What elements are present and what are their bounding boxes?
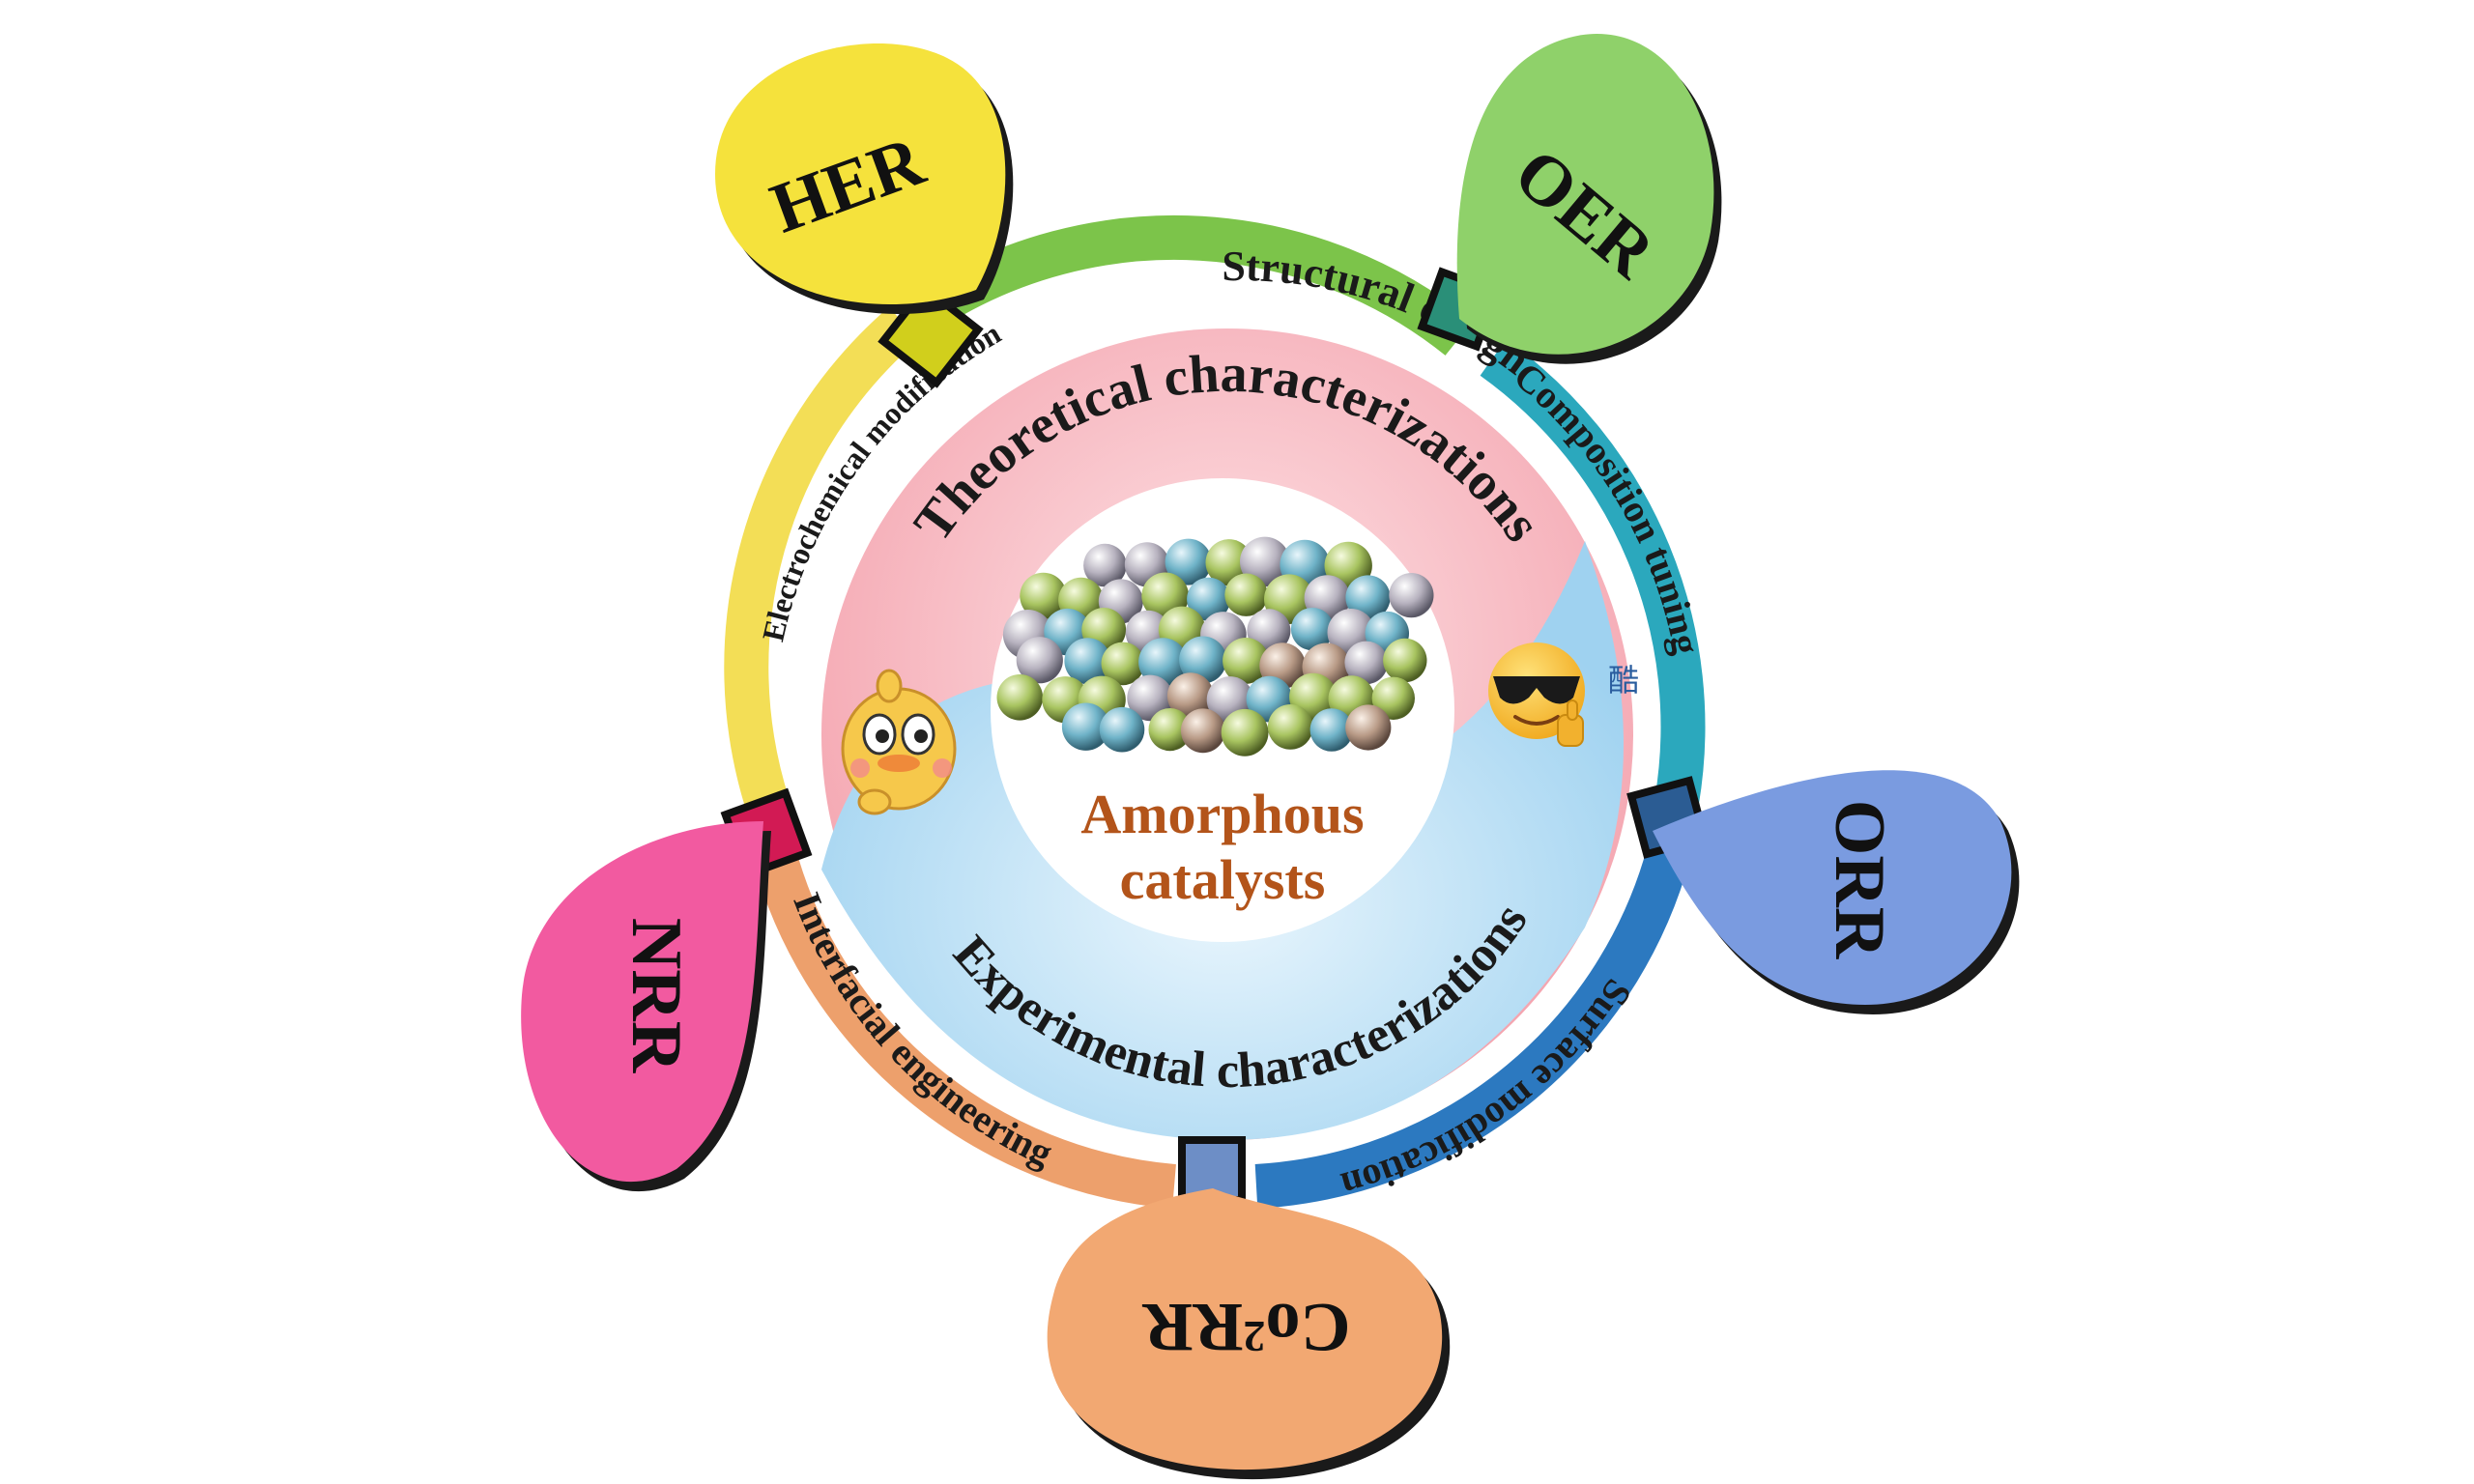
particle xyxy=(1064,638,1111,685)
particle xyxy=(1101,642,1145,686)
duck-sticker xyxy=(841,669,957,815)
cool-char: 酷 xyxy=(1608,662,1639,699)
outer-ring xyxy=(724,214,1706,1209)
ring-segment-surface xyxy=(1254,835,1694,1209)
particle xyxy=(1148,708,1192,752)
ring-segment-structural xyxy=(920,214,1474,356)
center-label-line2: catalysts xyxy=(1120,848,1326,911)
particle xyxy=(1345,704,1392,751)
particle xyxy=(1165,538,1212,585)
cool-emoji-sticker: 酷 xyxy=(1488,642,1639,747)
particle xyxy=(1345,575,1391,620)
particle xyxy=(1180,708,1225,754)
particle xyxy=(1344,641,1388,685)
drop-oer: OER xyxy=(1456,34,1722,364)
particle xyxy=(1383,638,1427,683)
center-label-line1: Amorphous xyxy=(1080,783,1364,845)
particle xyxy=(1309,708,1354,752)
orr-label: ORR xyxy=(1820,800,1899,960)
particle xyxy=(1127,674,1173,722)
particle xyxy=(1224,573,1268,616)
particle xyxy=(1166,672,1214,720)
co2rr-label: Co2RR xyxy=(1142,1289,1351,1366)
particle xyxy=(1020,572,1067,620)
particle-cluster xyxy=(996,536,1434,756)
particle xyxy=(996,674,1044,721)
nrr-label: NRR xyxy=(617,918,696,1074)
particle xyxy=(1290,608,1335,651)
ring-segment-composition xyxy=(1480,339,1706,806)
particle xyxy=(1371,676,1416,720)
particle xyxy=(1187,577,1231,621)
drop-nrr: NRR xyxy=(521,821,771,1192)
drop-her: HER xyxy=(715,43,1014,314)
drop-co2rr: Co2RR xyxy=(1047,1188,1451,1480)
ring-segment-interfacial xyxy=(751,844,1176,1209)
particle xyxy=(1099,706,1145,753)
center-label: Amorphous catalysts xyxy=(1080,783,1364,911)
particle xyxy=(1389,573,1434,618)
particle xyxy=(1179,636,1227,684)
particle xyxy=(1221,708,1269,756)
particle xyxy=(1223,638,1269,684)
drop-orr: ORR xyxy=(1653,770,2020,1014)
particle xyxy=(1267,704,1313,750)
particle xyxy=(1016,637,1063,684)
particle xyxy=(1240,536,1290,587)
particle xyxy=(1083,543,1127,587)
ring-segment-electrochemical xyxy=(724,306,919,814)
particle xyxy=(1138,638,1188,687)
particle xyxy=(1061,702,1110,751)
